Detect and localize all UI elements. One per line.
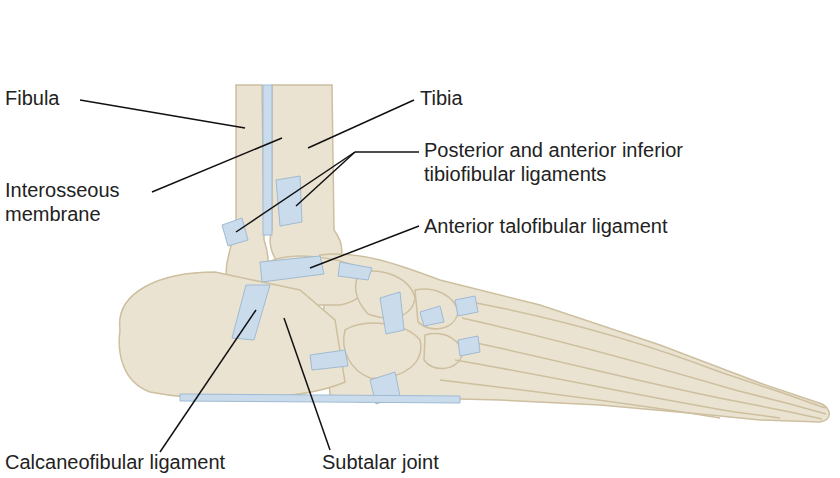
ligament-label: Anterior talofibular ligament bbox=[424, 214, 754, 238]
bone-label: Fibula bbox=[5, 86, 125, 110]
leader-lines bbox=[80, 100, 419, 452]
ligament-label: Calcaneofibular ligament bbox=[5, 450, 305, 474]
bones bbox=[119, 85, 829, 422]
ligament-label: Posterior and anterior inferior tibiofib… bbox=[424, 138, 744, 186]
metatarsals-phalanges bbox=[440, 300, 826, 419]
bone-label: Tibia bbox=[420, 86, 570, 110]
joint-label: Subtalar joint bbox=[322, 450, 522, 474]
structure-label: Interosseous membrane bbox=[5, 178, 150, 226]
